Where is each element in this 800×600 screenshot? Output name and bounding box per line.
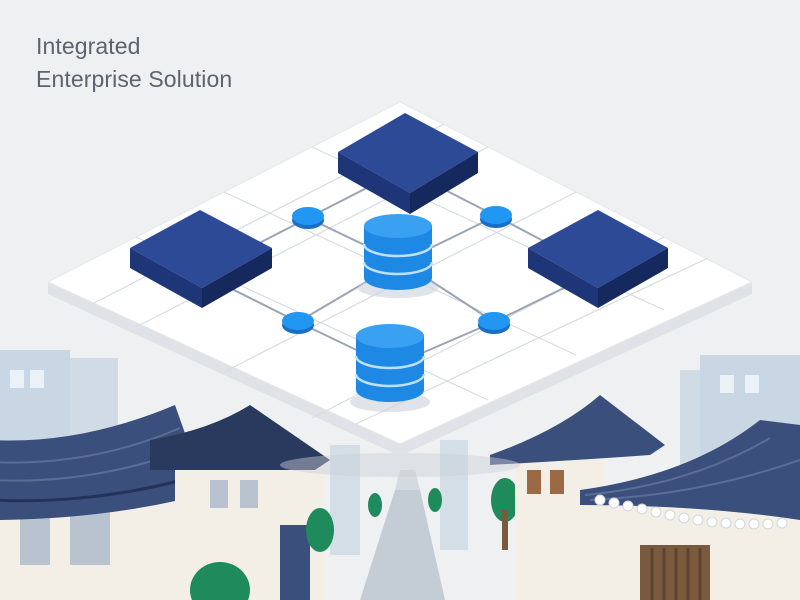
server-block-left: [130, 210, 272, 308]
network-node-icon: [480, 206, 512, 228]
left-hanok-house: [0, 405, 205, 600]
street-road: [360, 490, 445, 600]
hanok-roof-icon: [490, 395, 665, 465]
hanok-roof-icon: [580, 420, 800, 520]
network-nodes: [282, 206, 512, 334]
trees: [190, 478, 519, 600]
right-hanok-house: [580, 420, 800, 600]
page-title: Integrated Enterprise Solution: [36, 30, 232, 96]
network-node-icon: [292, 207, 324, 229]
server-block-icon: [130, 210, 272, 308]
title-line-2: Enterprise Solution: [36, 66, 233, 92]
center-left-house: [150, 405, 330, 600]
title-line-1: Integrated: [36, 33, 141, 59]
server-block-top: [338, 113, 478, 214]
right-house: [490, 395, 665, 600]
database-lower: [350, 324, 430, 412]
database-center: [358, 214, 438, 298]
network-node-icon: [282, 312, 314, 334]
server-block-right: [528, 210, 668, 308]
hanok-roof-icon: [150, 405, 330, 470]
server-block-icon: [528, 210, 668, 308]
network-node-icon: [478, 312, 510, 334]
server-block-icon: [338, 113, 478, 214]
hanok-roof-icon: [0, 405, 205, 520]
background-city: [0, 350, 800, 600]
database-cylinder-icon: [350, 324, 430, 412]
database-cylinder-icon: [358, 214, 438, 298]
